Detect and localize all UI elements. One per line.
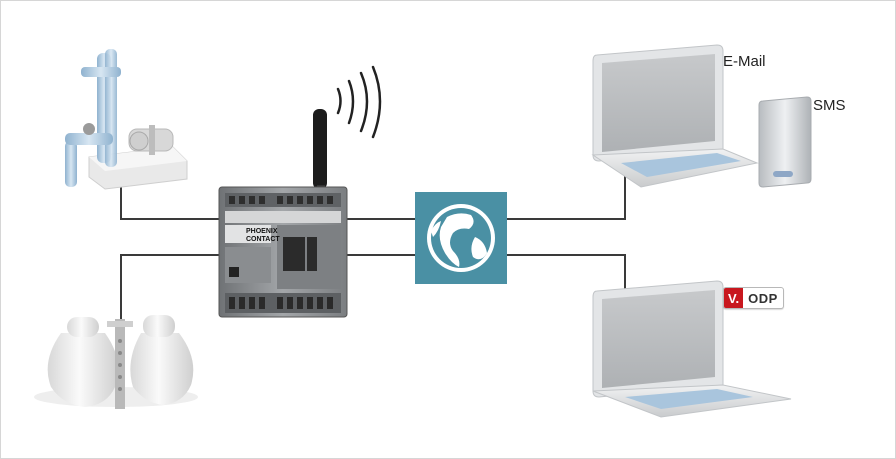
email-label: E-Mail [723,53,766,70]
internet-globe-icon [415,192,507,284]
vodp-badge-v: V. [724,288,744,308]
pump-station-illustration [65,49,188,190]
globe-to-email-laptop-line [507,163,626,220]
device-brand-line1: PHOENIX [246,228,278,235]
connection-lines [120,163,626,321]
device-brand-line2: CONTACT [246,236,280,243]
vodp-badge-text: ODP [748,290,778,306]
plc-device-illustration: PHOENIX CONTACT [218,186,348,318]
tanks-illustration [34,315,198,409]
vodp-badge: V. ODP [723,287,784,309]
vodp-laptop-illustration [592,280,792,418]
pump-to-device-line [120,183,219,220]
tanks-to-device-line [120,254,219,321]
wireless-signal-icon [336,65,382,139]
phone-illustration [758,96,812,188]
antenna-icon [313,109,327,195]
globe-to-vodp-laptop-line [507,254,626,289]
email-laptop-illustration [591,44,759,188]
sms-label: SMS [813,97,846,114]
